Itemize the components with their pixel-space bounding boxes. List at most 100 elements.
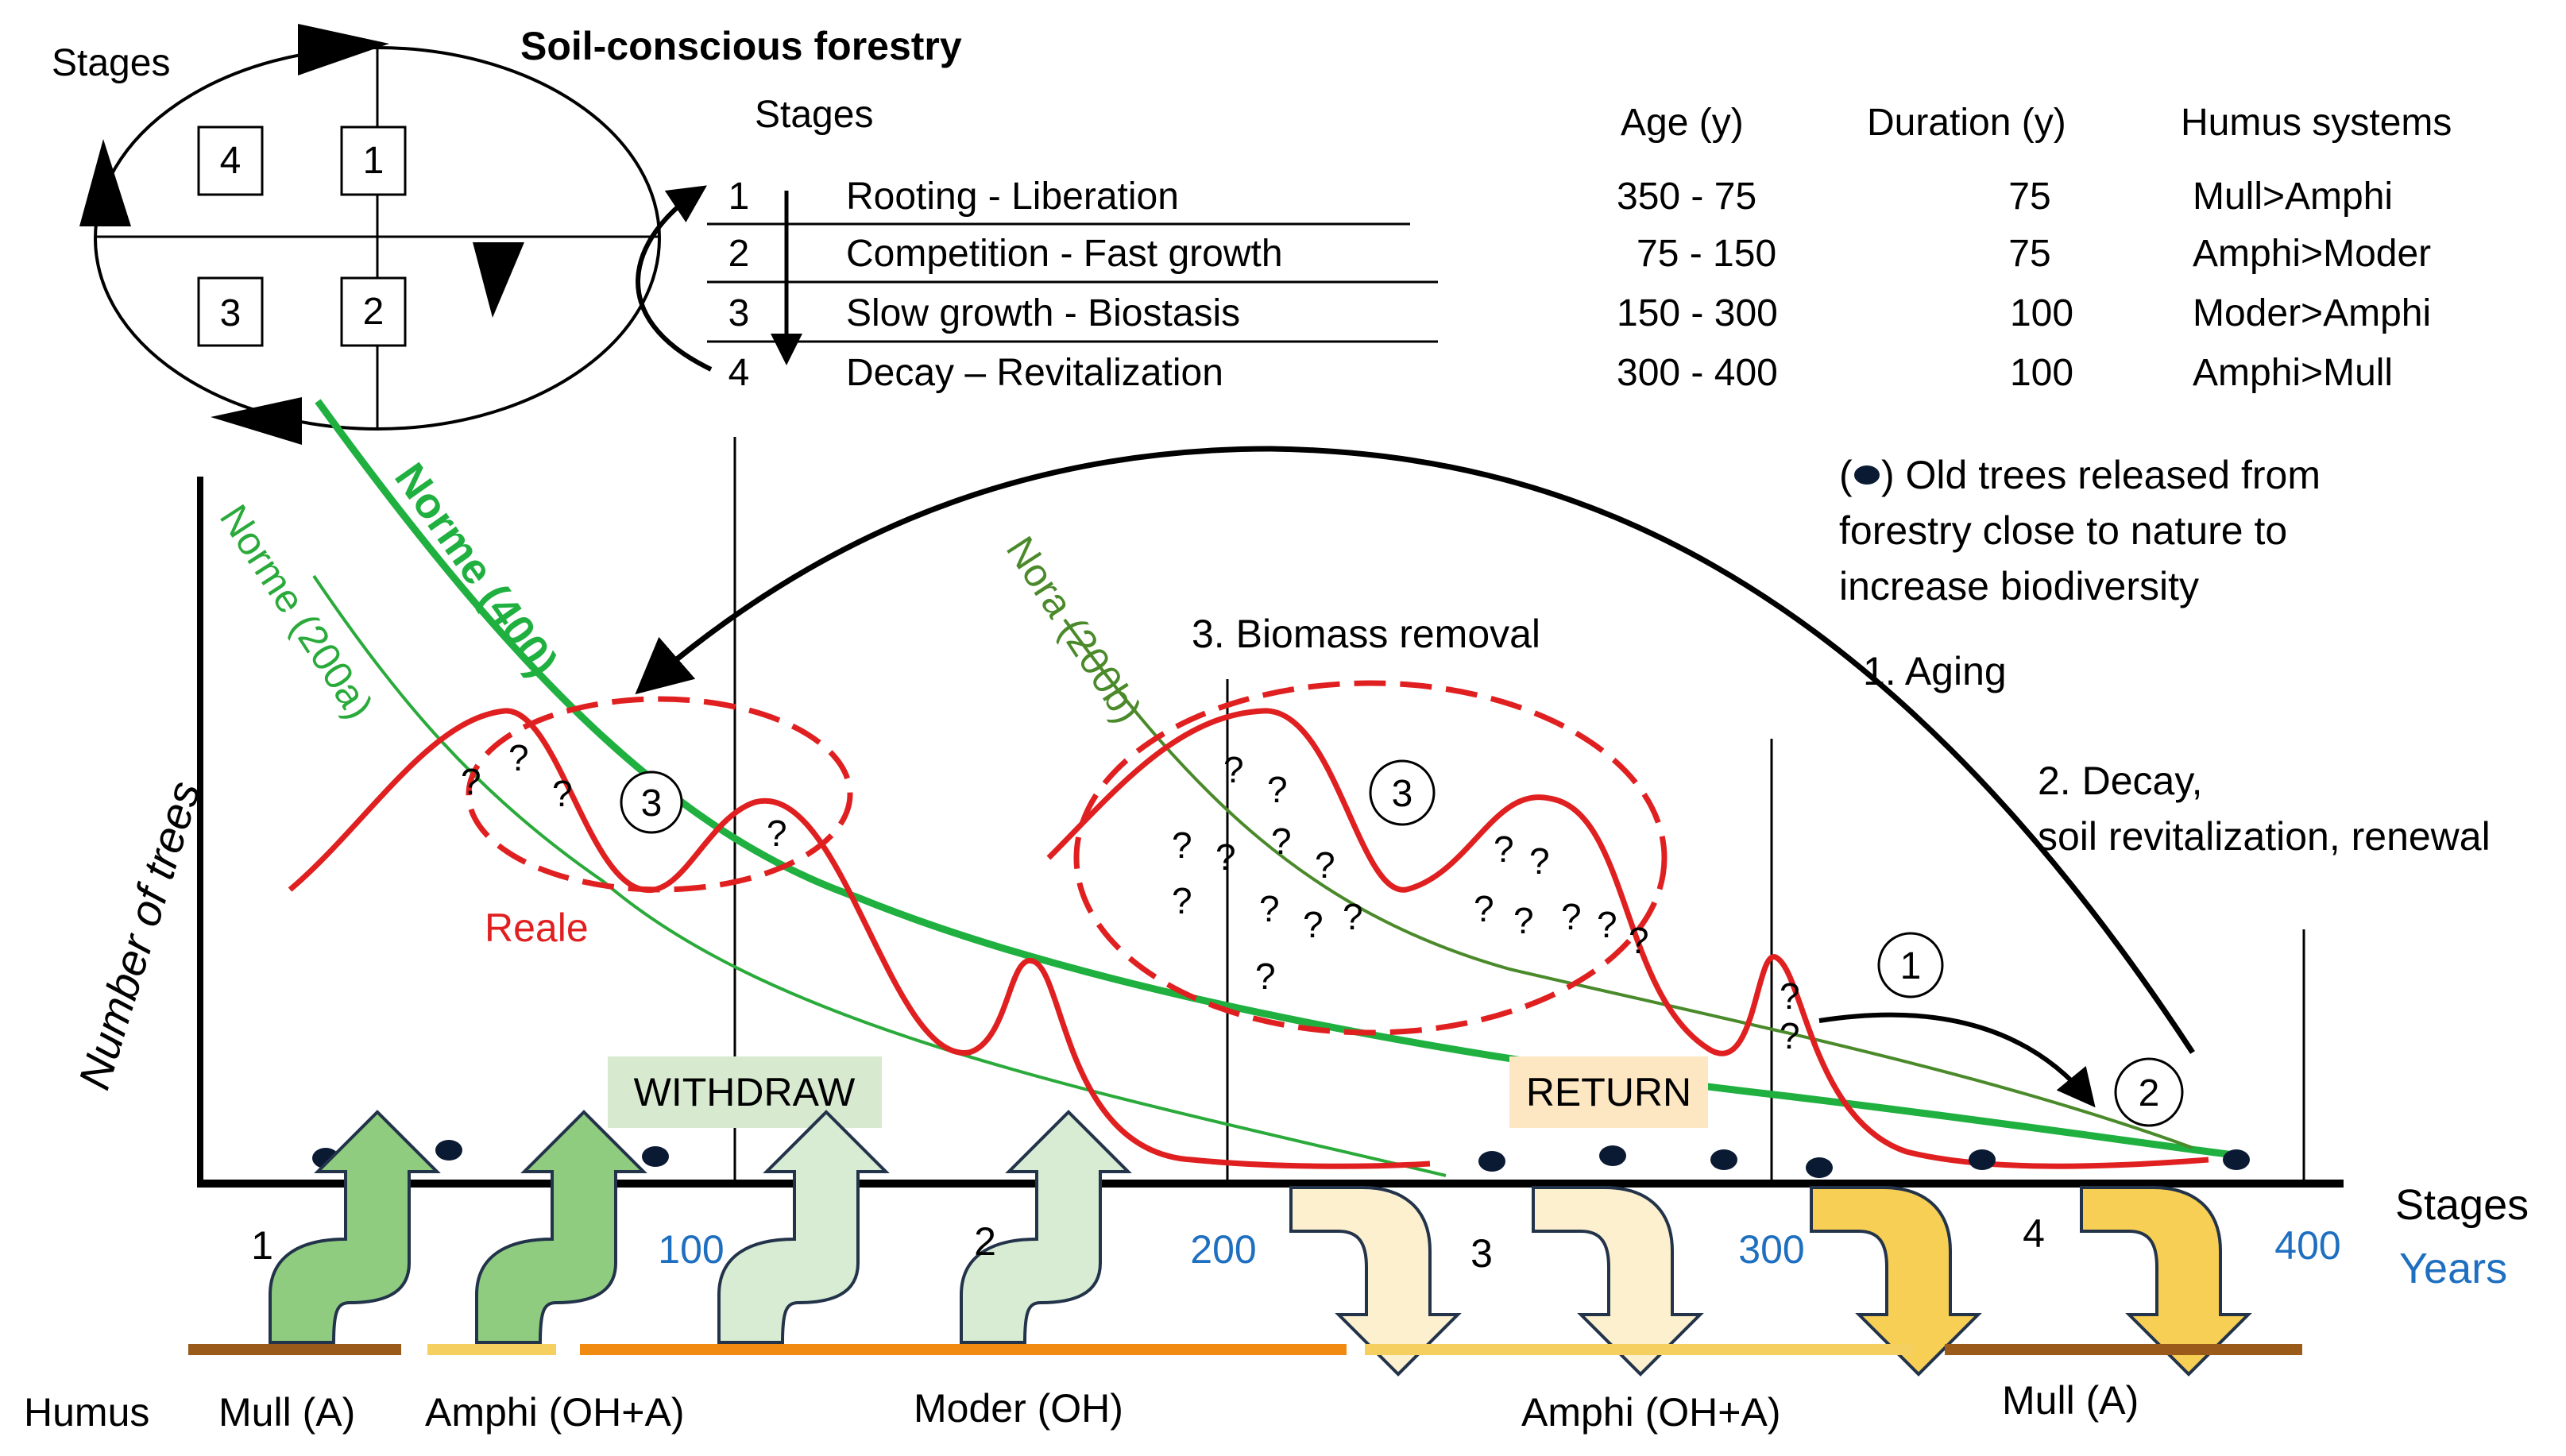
question-mark: ? <box>1303 904 1324 945</box>
row2-num: 2 <box>728 233 750 275</box>
norme200a-label: Norme (200a) <box>211 496 382 726</box>
table-return-arrow-icon <box>636 185 713 372</box>
cycle-box-2 <box>340 276 407 347</box>
question-mark: ? <box>1474 888 1494 929</box>
humus-seg-3: Moder (OH) <box>914 1386 1123 1431</box>
old-tree-dot <box>642 1146 669 1167</box>
old-tree-dot <box>2223 1149 2250 1170</box>
humus-seg-4: Amphi (OH+A) <box>1521 1390 1780 1435</box>
year-tick-400: 400 <box>2274 1223 2340 1268</box>
withdraw-arrow-icon <box>960 1110 1132 1344</box>
old-tree-dot <box>1710 1149 1737 1170</box>
circle-1-label: 1 <box>1900 945 1922 987</box>
question-mark: ? <box>1780 975 1800 1017</box>
x-years-label: Years <box>2399 1245 2507 1292</box>
row3-name: Slow growth - Biostasis <box>846 292 1240 334</box>
biomass-zone-2 <box>1073 680 1668 1036</box>
circle-3-right-label: 3 <box>1392 773 1413 815</box>
cycle-label-2: 2 <box>363 291 385 333</box>
stage-cycle: Stages 4 1 3 2 <box>52 24 661 445</box>
humus-seg-2: Amphi (OH+A) <box>425 1390 684 1435</box>
row2-age: 75 - 150 <box>1637 233 1776 275</box>
year-tick-200: 200 <box>1190 1227 1256 1272</box>
old-tree-dot <box>1478 1151 1505 1172</box>
table-header-age: Age (y) <box>1621 102 1744 144</box>
return-arrow-icon <box>1532 1186 1704 1377</box>
return-arrows <box>1289 1186 2252 1377</box>
question-mark: ? <box>1494 828 1514 870</box>
circle-2-label: 2 <box>2139 1072 2160 1114</box>
row4-humus: Amphi>Mull <box>2193 352 2393 394</box>
circle-3-left-label: 3 <box>641 782 663 825</box>
return-arrow-icon <box>1289 1186 1462 1377</box>
old-tree-dot <box>1599 1145 1626 1166</box>
old-tree-dot <box>1806 1157 1833 1178</box>
question-mark: ? <box>552 773 573 814</box>
x-stages-label: Stages <box>2395 1181 2529 1229</box>
row2-duration: 75 <box>2008 233 2050 275</box>
circle-3-right <box>1369 759 1436 826</box>
row1-age: 350 - 75 <box>1617 176 1756 218</box>
circle-2 <box>2114 1057 2184 1127</box>
question-mark: ? <box>1259 888 1280 929</box>
table-header-duration: Duration (y) <box>1867 102 2066 144</box>
row3-humus: Moder>Amphi <box>2193 292 2431 334</box>
question-mark: ? <box>1343 896 1363 937</box>
question-mark: ? <box>1529 840 1550 882</box>
reale-curve-2 <box>1046 708 2209 1169</box>
note-line-1: ) Old trees released from <box>1881 453 2321 497</box>
row1-duration: 75 <box>2008 176 2050 218</box>
norme400-curve <box>315 399 2241 1160</box>
stage-table: Stages Age (y) Duration (y) Humus system… <box>636 94 2452 394</box>
row4-num: 4 <box>728 352 750 394</box>
diagram-title: Soil-conscious forestry <box>520 24 962 68</box>
row4-duration: 100 <box>2010 352 2073 394</box>
year-tick-300: 300 <box>1738 1227 1804 1272</box>
cycle-arrow-right-icon <box>473 242 524 318</box>
release-arrow-icon <box>1818 1012 2096 1108</box>
question-mark: ? <box>1597 904 1617 945</box>
row3-age: 150 - 300 <box>1617 292 1778 334</box>
aging-label: 1. Aging <box>1863 649 2007 693</box>
biomass-removal-label: 3. Biomass removal <box>1192 612 1540 656</box>
question-mark: ? <box>1255 956 1276 997</box>
question-mark: ? <box>1215 836 1236 878</box>
old-trees-note: ( ) Old trees released from forestry clo… <box>1839 453 2321 608</box>
y-axis-label: Number of trees <box>68 775 210 1095</box>
question-mark: ? <box>1561 896 1582 937</box>
row1-humus: Mull>Amphi <box>2193 176 2393 218</box>
withdraw-box <box>608 1056 882 1128</box>
stage-tick-2: 2 <box>974 1219 996 1264</box>
biomass-zone-1 <box>466 696 853 893</box>
old-tree-marker-icon <box>1854 465 1880 485</box>
question-mark: ? <box>461 761 481 802</box>
old-tree-dot <box>435 1140 462 1161</box>
table-header-humus: Humus systems <box>2181 102 2452 144</box>
nora200b-curve <box>1063 618 2193 1149</box>
cycle-label-1: 1 <box>363 140 385 182</box>
cycle-arrow-left-icon <box>79 139 131 226</box>
old-tree-dot <box>1969 1149 1996 1170</box>
cycle-arrow-top-icon <box>298 24 389 75</box>
question-mark: ? <box>1271 821 1292 862</box>
note-line-3: increase biodiversity <box>1839 564 2199 608</box>
stage-tick-1: 1 <box>251 1223 273 1268</box>
cycle-box-4 <box>197 126 264 196</box>
row1-name: Rooting - Liberation <box>846 176 1179 218</box>
question-mark: ? <box>1223 749 1244 790</box>
withdraw-label: WITHDRAW <box>634 1070 856 1114</box>
question-mark: ? <box>1780 1015 1800 1056</box>
return-arrow-icon <box>1810 1186 1982 1377</box>
humus-bar-mull-1 <box>188 1344 401 1355</box>
humus-seg-5: Mull (A) <box>2002 1378 2139 1423</box>
cycle-label-4: 4 <box>220 140 242 182</box>
note-paren-open: ( <box>1839 453 1853 497</box>
question-mark: ? <box>1267 769 1288 810</box>
circle-1 <box>1877 932 1944 998</box>
humus-seg-1: Mull (A) <box>218 1390 355 1435</box>
cycle-stages-label: Stages <box>52 42 170 84</box>
humus-label: Humus <box>24 1390 149 1435</box>
row3-duration: 100 <box>2010 292 2073 334</box>
row1-num: 1 <box>728 176 750 218</box>
